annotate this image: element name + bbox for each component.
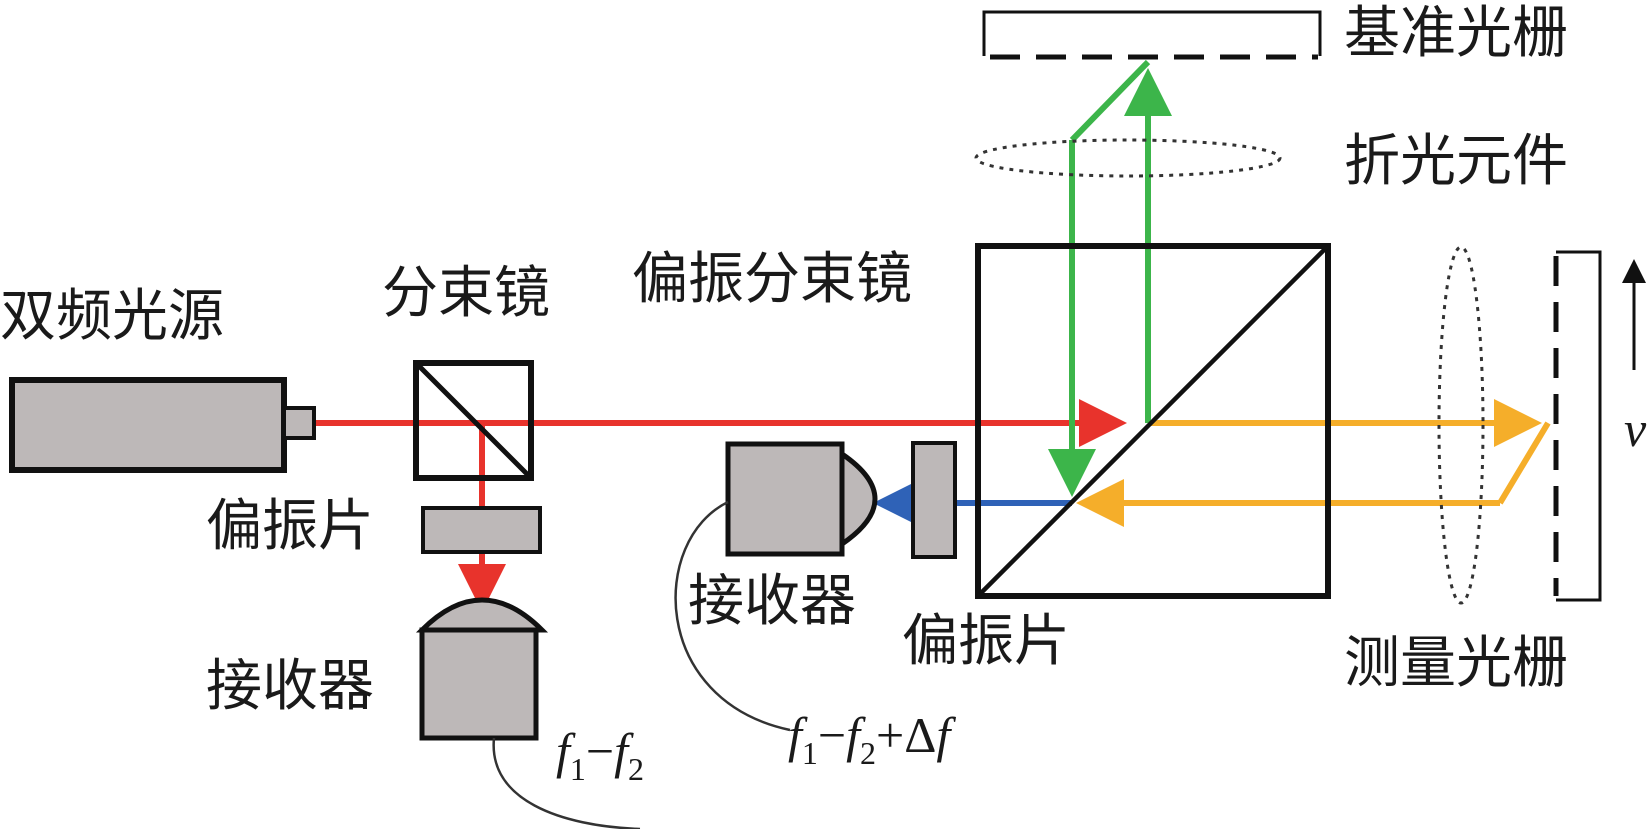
label-beam-splitter: 分束镜 (382, 261, 550, 326)
laser-source-body (9, 377, 287, 473)
receiver-left-body (419, 627, 539, 741)
receiver-left-dome (415, 597, 549, 633)
reference-grating-bracket (982, 10, 1322, 56)
pbs-diagonal (976, 244, 1330, 598)
refractive-element-lens (974, 138, 1282, 178)
label-receiver-left: 接收器 (206, 654, 374, 719)
pbs-cube (975, 243, 1331, 599)
label-ref-grating: 基准光栅 (1344, 1, 1568, 66)
measuring-lens (1437, 245, 1485, 605)
label-receiver-mid: 接收器 (688, 569, 856, 634)
beam-splitter-cube (413, 360, 534, 481)
label-measure-grating: 测量光栅 (1344, 631, 1568, 696)
label-polarizer-left: 偏振片 (206, 494, 374, 559)
orange-beam-diagonal (1497, 421, 1551, 505)
label-polarizer-mid: 偏振片 (902, 609, 1070, 674)
polarizer-left (421, 506, 542, 554)
polarizer-mid (911, 441, 957, 559)
formula-mid: f1−f2+Δf (788, 707, 956, 771)
receiver-mid-body (725, 441, 845, 557)
label-velocity: v (1624, 401, 1647, 457)
receiver-left-cable (492, 737, 641, 829)
label-source: 双频光源 (0, 284, 224, 349)
laser-source-nozzle (282, 406, 316, 440)
label-refractive-element: 折光元件 (1344, 129, 1568, 194)
receiver-mid-dome (839, 449, 878, 549)
label-pbs: 偏振分束镜 (632, 247, 912, 312)
receiver-mid-cable (674, 500, 791, 732)
green-beam-diag (1069, 59, 1151, 143)
beam-splitter-diagonal (414, 361, 533, 480)
measuring-grating-bracket (1556, 250, 1602, 602)
formula-left: f1−f2 (556, 723, 644, 787)
